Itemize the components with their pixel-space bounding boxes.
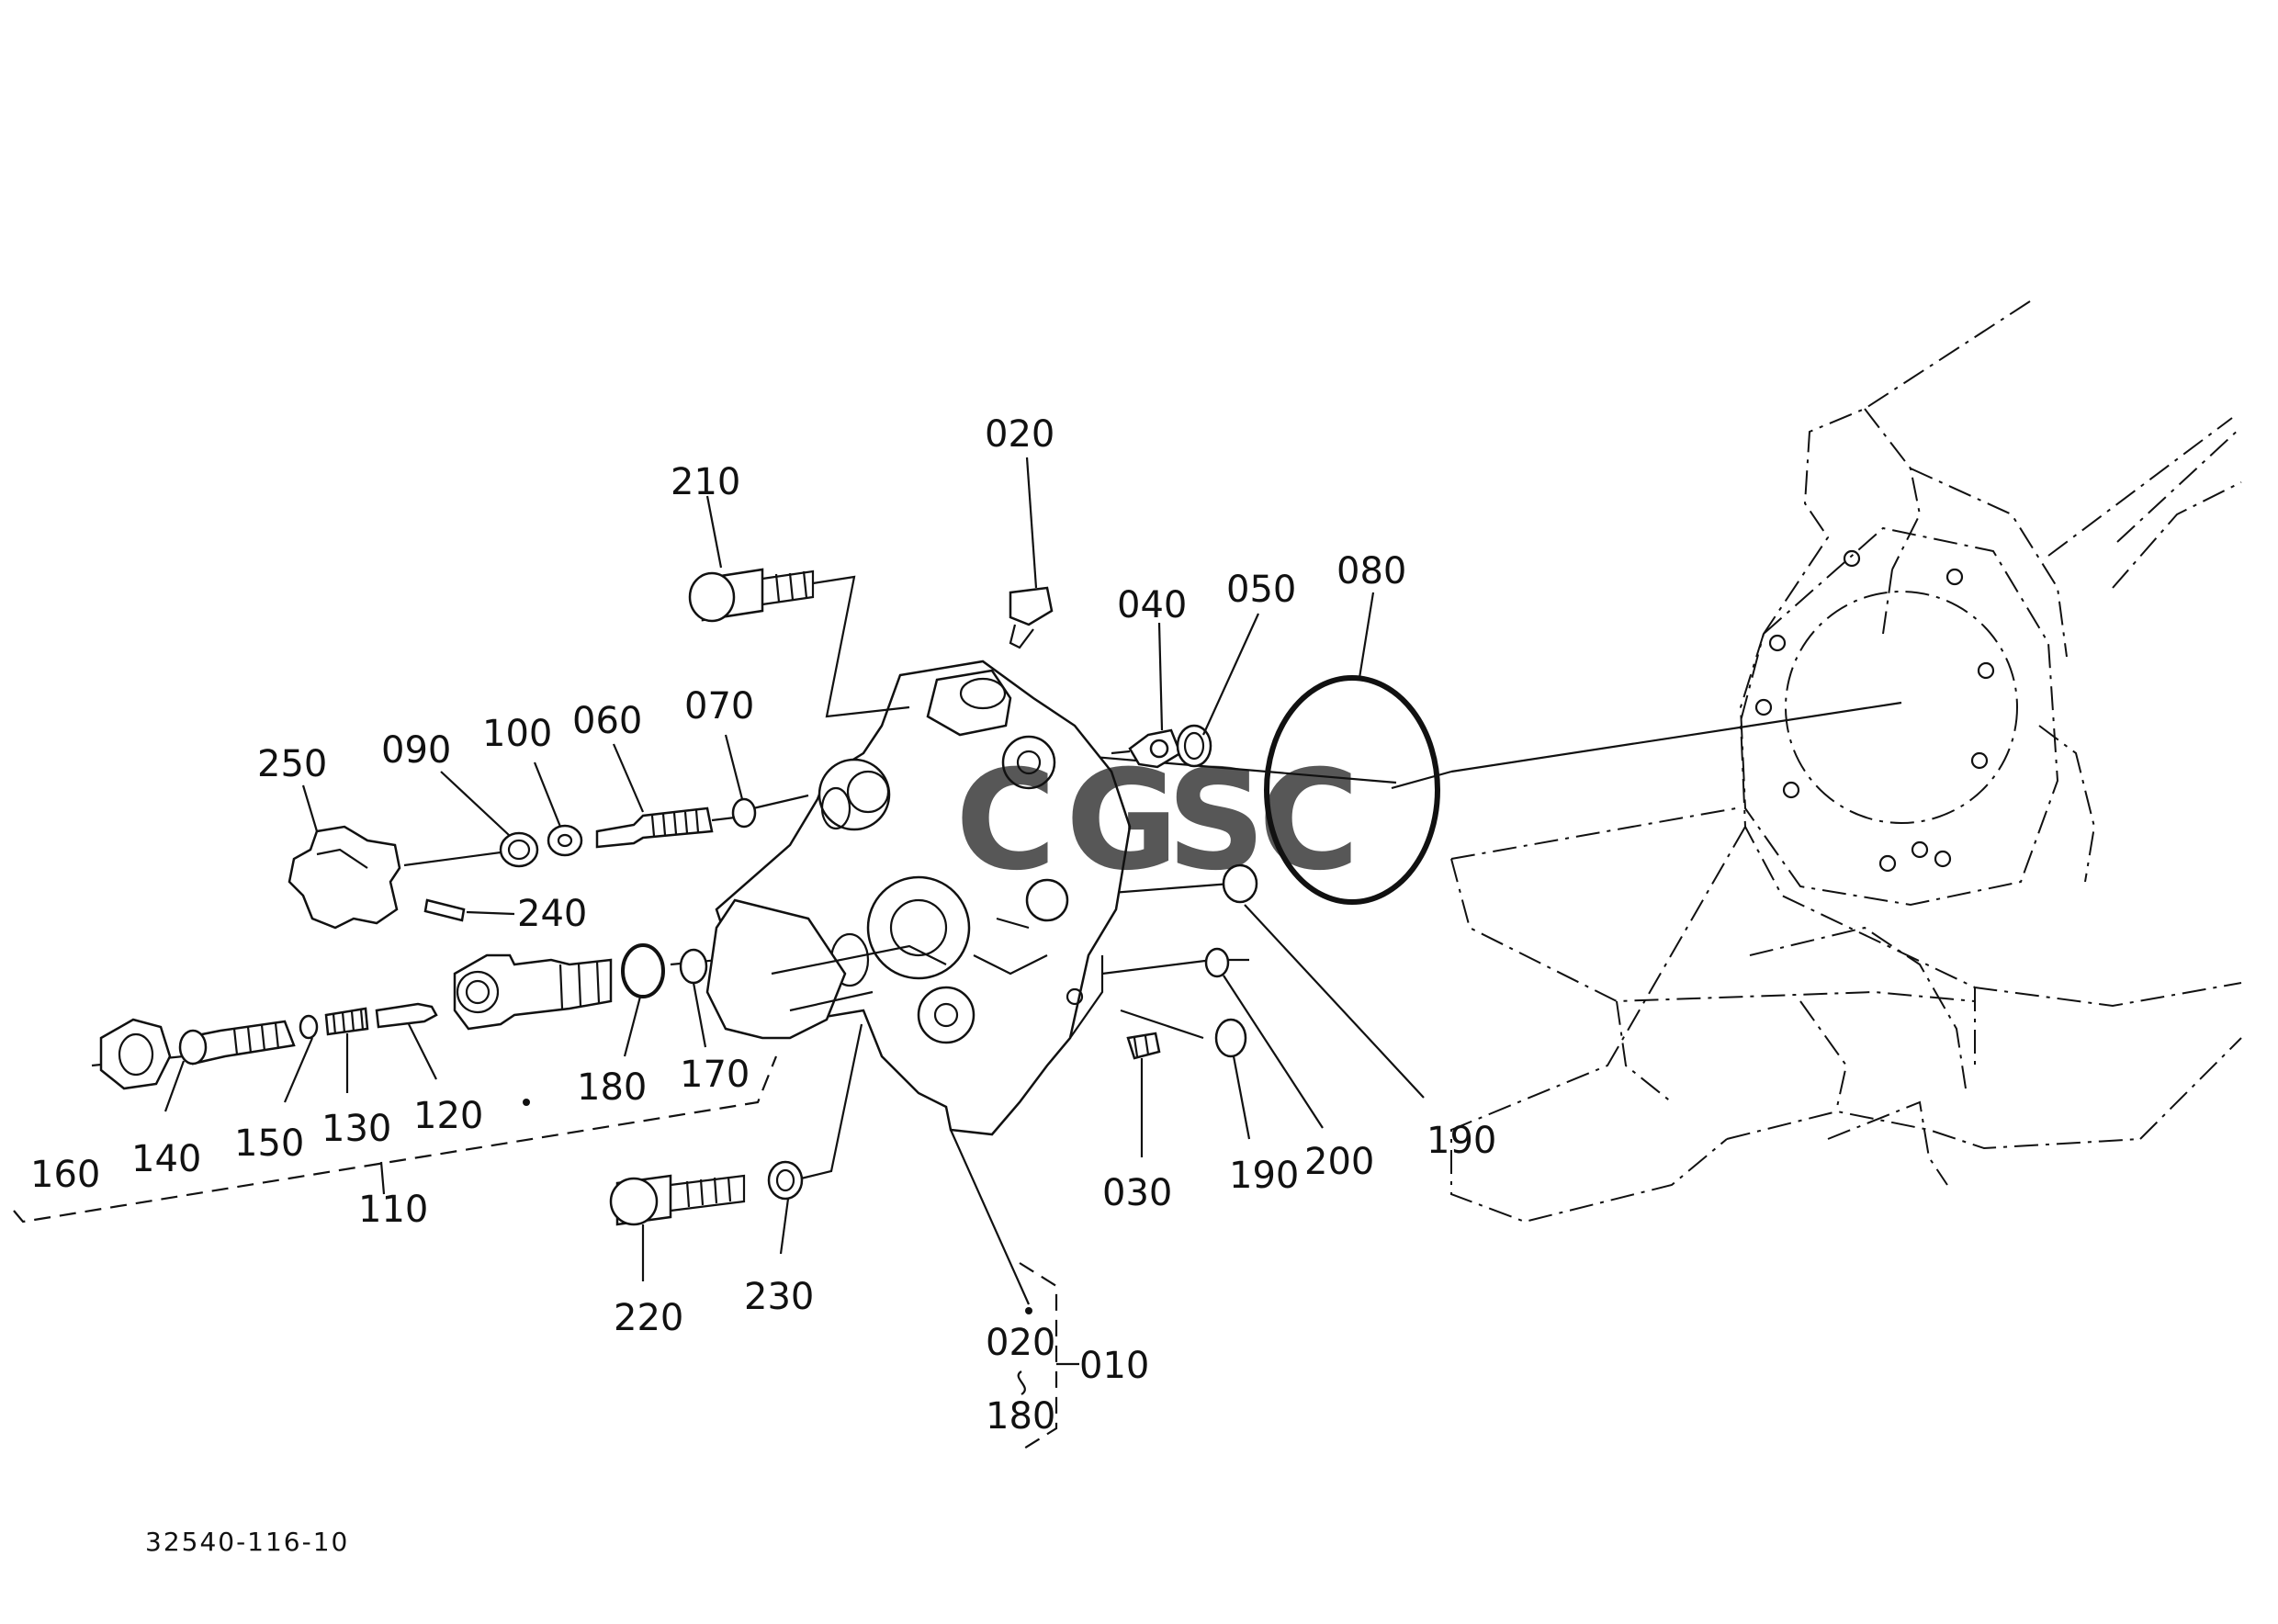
- watermark-letter: C: [955, 741, 1056, 901]
- callout-label: 050: [1226, 569, 1296, 611]
- o-ring-200: [1204, 947, 1230, 978]
- knob-250: [288, 825, 401, 930]
- nut-160: [99, 1018, 172, 1090]
- callout-label: 020: [986, 1322, 1055, 1364]
- o-ring-150: [299, 1014, 319, 1040]
- callout-label: 220: [614, 1297, 683, 1339]
- spring-130: [324, 1007, 369, 1036]
- callout-label: 060: [572, 700, 642, 742]
- o-ring-070: [731, 797, 757, 829]
- pin-240: [423, 898, 466, 922]
- watermark-letter: C: [1258, 741, 1359, 901]
- part-callouts: 210 020 040 050 080 070 060 100 090 250 …: [30, 413, 1496, 1438]
- o-ring-190-upper: [1222, 863, 1258, 904]
- poppet-120: [375, 1002, 438, 1029]
- watermark-letter: G: [1066, 741, 1178, 901]
- callout-label: 070: [684, 685, 754, 727]
- o-ring-080: [1264, 675, 1440, 905]
- callout-label: 230: [744, 1276, 814, 1318]
- plug-020: [1009, 586, 1054, 649]
- small-parts: [99, 568, 1440, 1226]
- transmission-housing: [1450, 300, 2242, 1224]
- callout-label: 080: [1336, 550, 1406, 592]
- plug-030: [1126, 1032, 1161, 1060]
- group-brackets: [13, 1055, 1079, 1452]
- callout-label: 110: [358, 1189, 428, 1231]
- o-ring-190-lower: [1214, 1018, 1247, 1058]
- callout-label: 200: [1304, 1141, 1374, 1183]
- callout-label: 250: [257, 743, 327, 785]
- callout-label: 190: [1427, 1120, 1496, 1162]
- leader-lines: [164, 457, 1425, 1314]
- callout-label: 120: [413, 1095, 483, 1137]
- callout-label: 040: [1117, 584, 1187, 626]
- snap-ring-050: [1176, 724, 1212, 768]
- callout-label: 150: [234, 1122, 304, 1165]
- callout-label: 010: [1079, 1345, 1149, 1387]
- watermark-letter: S: [1167, 741, 1266, 901]
- callout-label: 140: [131, 1138, 201, 1180]
- callout-label: 100: [482, 713, 552, 755]
- cartridge-110: [453, 953, 613, 1031]
- drawing-number: 32540-116-10: [145, 1527, 349, 1557]
- watermark: C G S C: [955, 741, 1359, 901]
- valve-040: [1111, 728, 1182, 769]
- callout-label: 180: [577, 1066, 647, 1109]
- washer-230: [767, 1023, 863, 1201]
- callout-label: 190: [1229, 1155, 1299, 1197]
- callout-label: 090: [381, 729, 451, 772]
- screw-140: [178, 1020, 296, 1066]
- callout-label: 030: [1102, 1172, 1172, 1214]
- callout-label: 130: [321, 1108, 391, 1150]
- callout-label: 020: [985, 413, 1054, 456]
- washer-100: [547, 824, 583, 857]
- spool-060: [595, 806, 736, 849]
- bolt-220: [609, 1174, 746, 1226]
- o-ring-180: [621, 943, 665, 998]
- callout-label: 160: [30, 1154, 100, 1196]
- bolt-210: [688, 568, 910, 718]
- callout-label: 210: [671, 461, 740, 503]
- callout-label: 180: [986, 1395, 1055, 1438]
- pump-bracket: [705, 898, 947, 1040]
- o-ring-170: [679, 948, 708, 985]
- snap-ring-090: [499, 831, 539, 868]
- callout-label: 240: [517, 893, 587, 935]
- callout-label: 170: [680, 1054, 750, 1096]
